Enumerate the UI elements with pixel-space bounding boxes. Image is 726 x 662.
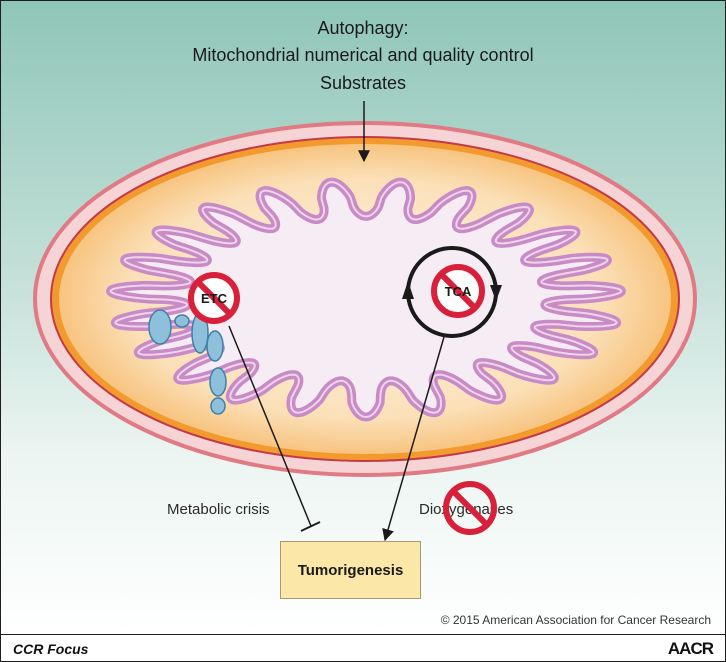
cristae-inner-line bbox=[109, 181, 623, 418]
title-line-3: Substrates bbox=[319, 73, 407, 93]
dioxygenases-label: Dioxygenases bbox=[419, 501, 514, 518]
tca-arrow-right bbox=[490, 285, 502, 301]
tca-to-tumorigenesis-arrow bbox=[382, 336, 445, 542]
etc-inhibition-line bbox=[228, 325, 312, 527]
tumorigenesis-label: Tumorigenesis bbox=[297, 561, 404, 579]
etc-protein-complexes bbox=[148, 309, 227, 415]
title-line-2: Mitochondrial numerical and quality cont… bbox=[192, 45, 534, 65]
journal-name: CCR Focus bbox=[13, 641, 89, 657]
tca-label: TCA bbox=[445, 284, 472, 299]
tumorigenesis-box: Tumorigenesis bbox=[280, 541, 421, 599]
mitochondrion-diagram: ETC TCA bbox=[33, 101, 697, 542]
aacr-logo: AACR bbox=[667, 639, 714, 658]
dioxygenases-inhibited-sign bbox=[443, 481, 497, 535]
etc-label: ETC bbox=[201, 291, 228, 306]
tca-arrow-left bbox=[402, 281, 414, 299]
etc-inhibited-sign bbox=[188, 272, 240, 324]
inhibition-bar bbox=[300, 521, 321, 532]
metabolic-crisis-label: Metabolic crisis bbox=[167, 501, 270, 518]
tca-inhibited-sign bbox=[431, 264, 485, 318]
title-line-1: Autophagy: bbox=[317, 18, 409, 38]
footer-bar: CCR Focus AACR bbox=[1, 634, 725, 661]
copyright-notice: © 2015 American Association for Cancer R… bbox=[440, 613, 711, 627]
